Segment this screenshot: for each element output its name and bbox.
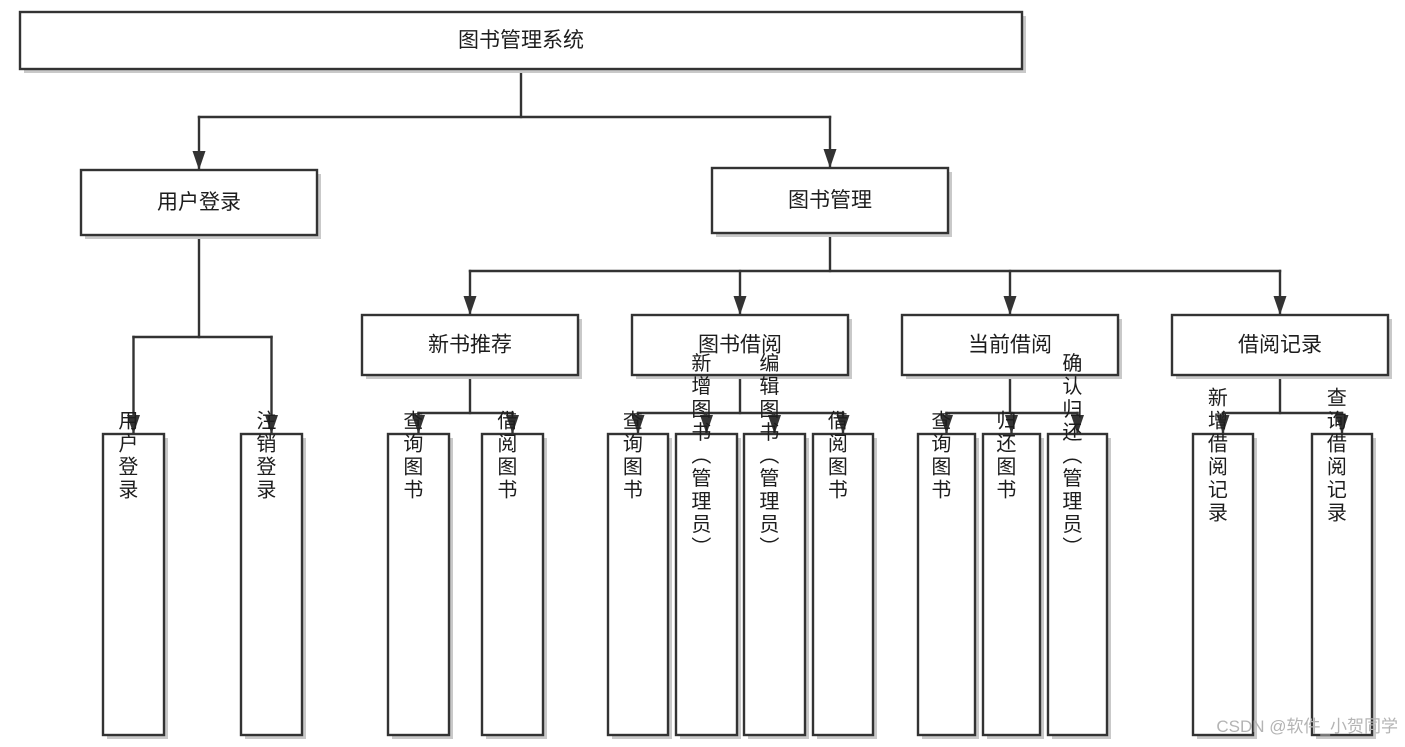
node-rect[interactable] [386,432,451,737]
node-book-management[interactable]: 图书管理 [710,166,952,237]
node-user-login-do[interactable]: 用户登录 [101,410,168,739]
node-recommend-query-book[interactable]: 查询图书 [386,410,453,739]
node-new-book-recommend[interactable]: 新书推荐 [360,313,582,379]
node-recommend-borrow-book[interactable]: 借阅图书 [480,410,547,739]
node-rect[interactable] [981,432,1042,737]
node-label: 查询图书 [619,410,642,502]
node-rect[interactable] [239,432,304,737]
node-current-return-book[interactable]: 归还图书 [981,410,1044,739]
arrow-head-icon [631,415,645,434]
node-label: 借阅图书 [824,410,847,502]
arrow-head-icon [1003,296,1017,315]
node-rect[interactable] [1170,313,1390,377]
node-rect[interactable] [710,166,950,235]
arrow-head-icon [823,149,837,168]
node-rect[interactable] [360,313,580,377]
node-label: 用户登录 [115,410,138,502]
arrow-head-icon [700,415,713,434]
node-label: 图书管理 [788,189,872,212]
node-label: 新增图书（管理员） [688,352,711,559]
node-rect[interactable] [742,432,807,737]
arrow-head-icon [506,415,519,434]
node-label: 编辑图书（管理员） [756,352,779,559]
node-user-logout[interactable]: 注销登录 [239,410,306,739]
arrow-head-icon [733,296,747,315]
node-label: 确认归还（管理员） [1059,352,1082,559]
node-layer: 图书管理系统用户登录用户登录注销登录图书管理新书推荐查询图书借阅图书图书借阅查询… [18,10,1392,739]
node-borrow-records[interactable]: 借阅记录 [1170,313,1392,379]
connector-layer [127,67,1349,436]
arrow-head-icon [1071,415,1084,434]
node-root[interactable]: 图书管理系统 [18,10,1026,73]
arrow-head-icon [836,415,850,434]
node-records-add-record[interactable]: 新增借阅记录 [1191,387,1257,739]
arrow-head-icon [192,151,206,170]
node-current-borrow[interactable]: 当前借阅 [900,313,1122,379]
node-rect[interactable] [480,432,545,737]
node-book-borrow[interactable]: 图书借阅 [630,313,852,379]
node-rect[interactable] [1046,432,1109,737]
node-rect[interactable] [18,10,1024,71]
node-label: 当前借阅 [968,334,1052,357]
arrow-head-icon [1273,296,1287,315]
arrow-head-icon [265,415,278,434]
node-rect[interactable] [811,432,875,737]
node-label: 查询图书 [400,410,423,502]
node-rect[interactable] [79,168,319,237]
node-rect[interactable] [1191,432,1255,737]
node-rect[interactable] [674,432,739,737]
node-records-query-record[interactable]: 查询借阅记录 [1310,387,1376,739]
arrow-head-icon [940,415,953,434]
node-borrow-query-book[interactable]: 查询图书 [606,410,672,739]
arrow-head-icon [1335,415,1349,434]
node-label: 查询图书 [928,410,951,502]
node-label: 图书管理系统 [458,29,584,52]
arrow-head-icon [768,415,781,434]
node-rect[interactable] [630,313,850,377]
arrow-head-icon [1005,415,1018,434]
node-rect[interactable] [606,432,670,737]
node-label: 借阅记录 [1238,334,1322,357]
node-label: 用户登录 [157,191,241,214]
node-label: 归还图书 [993,410,1016,502]
node-rect[interactable] [101,432,166,737]
node-user-login[interactable]: 用户登录 [79,168,321,239]
node-borrow-edit-book-admin[interactable]: 编辑图书（管理员） [742,352,809,739]
node-borrow-add-book-admin[interactable]: 新增图书（管理员） [674,352,741,739]
node-label: 图书借阅 [698,334,782,357]
node-borrow-borrow-book[interactable]: 借阅图书 [811,410,877,739]
arrow-head-icon [412,415,425,434]
node-rect[interactable] [916,432,977,737]
arrow-head-icon [127,415,140,434]
node-label: 查询借阅记录 [1323,387,1346,525]
node-label: 新书推荐 [428,334,512,357]
node-label: 注销登录 [253,410,276,502]
node-label: 新增借阅记录 [1204,387,1227,525]
node-current-confirm-return-admin[interactable]: 确认归还（管理员） [1046,352,1111,739]
watermark-label: CSDN @软件_小贺同学 [1216,717,1398,736]
node-label: 借阅图书 [494,410,517,502]
node-rect[interactable] [900,313,1120,377]
arrow-head-icon [463,296,477,315]
node-current-query-book[interactable]: 查询图书 [916,410,979,739]
arrow-head-icon [1216,415,1230,434]
node-rect[interactable] [1310,432,1374,737]
